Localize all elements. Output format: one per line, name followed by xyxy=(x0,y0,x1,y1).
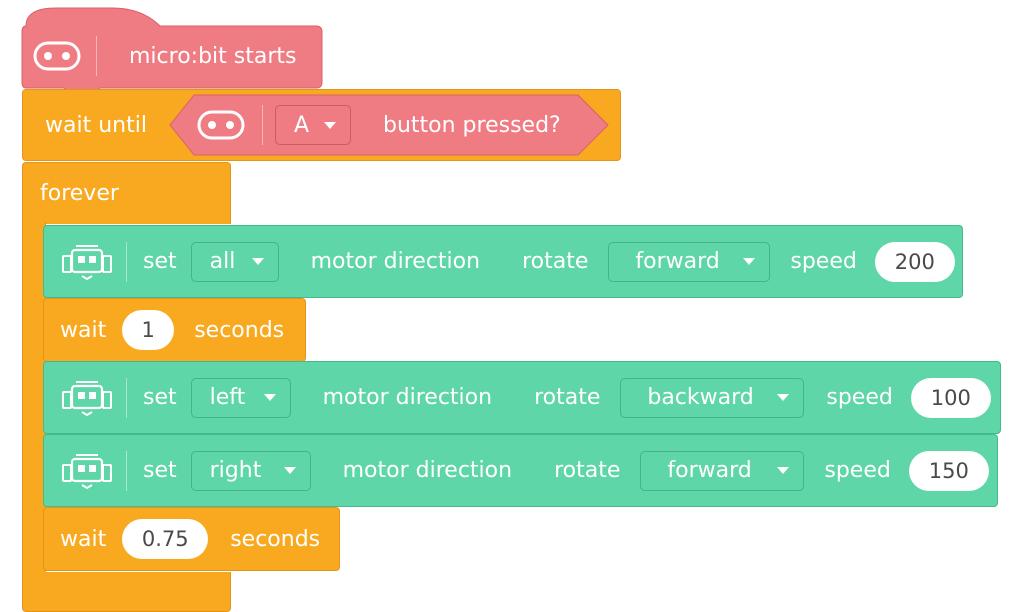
chevron-down-icon xyxy=(283,467,296,474)
forever-block[interactable] xyxy=(22,162,231,224)
motor-target-value: all xyxy=(209,249,236,274)
separator xyxy=(126,377,127,418)
rotate-label: rotate xyxy=(534,385,601,410)
motor-block-2[interactable]: set left motor direction rotate backward… xyxy=(43,361,1001,434)
microbit-icon xyxy=(32,39,82,73)
motor-direction-label: motor direction xyxy=(322,385,493,410)
speed-input[interactable]: 150 xyxy=(908,450,989,491)
separator xyxy=(96,36,97,76)
chevron-down-icon xyxy=(777,394,790,401)
seconds-label: seconds xyxy=(230,526,321,552)
micro-bit-starts-block[interactable]: micro:bit starts xyxy=(22,26,322,86)
set-label: set xyxy=(143,385,177,410)
direction-value: backward xyxy=(647,385,754,410)
chevron-down-icon xyxy=(777,467,790,474)
set-label: set xyxy=(143,458,177,483)
separator xyxy=(126,450,127,491)
direction-value: forward xyxy=(667,458,752,483)
button-pressed-label: button pressed? xyxy=(383,112,561,138)
direction-value: forward xyxy=(635,249,720,274)
car-robot-icon xyxy=(58,240,116,284)
wait-block-1[interactable]: wait 1 seconds xyxy=(43,298,306,362)
direction-dropdown[interactable]: forward xyxy=(640,450,805,491)
forever-block-arm xyxy=(22,222,46,574)
wait-label: wait xyxy=(60,317,107,343)
hat-label: micro:bit starts xyxy=(129,43,297,69)
button-dropdown[interactable]: A xyxy=(275,105,351,145)
seconds-label: seconds xyxy=(194,317,285,343)
button-dropdown-value: A xyxy=(294,112,310,138)
microbit-icon xyxy=(196,108,246,142)
button-pressed-condition[interactable]: A button pressed? xyxy=(190,93,610,157)
forever-block-bottom xyxy=(22,572,231,612)
motor-target-dropdown[interactable]: left xyxy=(190,377,291,418)
wait-until-label: wait until xyxy=(45,112,147,138)
wait-block-2[interactable]: wait 0.75 seconds xyxy=(43,507,340,571)
rotate-label: rotate xyxy=(522,249,589,274)
rotate-label: rotate xyxy=(554,458,621,483)
car-robot-icon xyxy=(58,449,116,493)
chevron-down-icon xyxy=(251,258,264,265)
wait-label: wait xyxy=(60,526,107,552)
separator xyxy=(262,105,263,145)
hat-block-shape xyxy=(21,7,323,94)
chevron-down-icon xyxy=(743,258,756,265)
forever-header: forever xyxy=(22,162,119,224)
forever-label: forever xyxy=(40,180,119,206)
motor-target-value: left xyxy=(209,385,246,410)
speed-label: speed xyxy=(826,385,893,410)
wait-seconds-input[interactable]: 0.75 xyxy=(122,519,209,559)
chevron-down-icon xyxy=(263,394,276,401)
motor-target-dropdown[interactable]: all xyxy=(190,241,279,282)
motor-block-1[interactable]: set all motor direction rotate forward s… xyxy=(43,225,963,298)
wait-seconds-input[interactable]: 1 xyxy=(122,310,175,350)
motor-target-value: right xyxy=(209,458,262,483)
speed-label: speed xyxy=(824,458,891,483)
speed-input[interactable]: 100 xyxy=(910,377,991,418)
motor-direction-label: motor direction xyxy=(342,458,513,483)
separator xyxy=(126,241,127,282)
speed-label: speed xyxy=(790,249,857,274)
speed-input[interactable]: 200 xyxy=(874,241,955,282)
car-robot-icon xyxy=(58,376,116,420)
motor-direction-label: motor direction xyxy=(310,249,481,274)
direction-dropdown[interactable]: backward xyxy=(620,377,805,418)
set-label: set xyxy=(143,249,177,274)
motor-block-3[interactable]: set right motor direction rotate forward… xyxy=(43,434,998,507)
direction-dropdown[interactable]: forward xyxy=(608,241,771,282)
motor-target-dropdown[interactable]: right xyxy=(190,450,311,491)
chevron-down-icon xyxy=(324,121,336,129)
